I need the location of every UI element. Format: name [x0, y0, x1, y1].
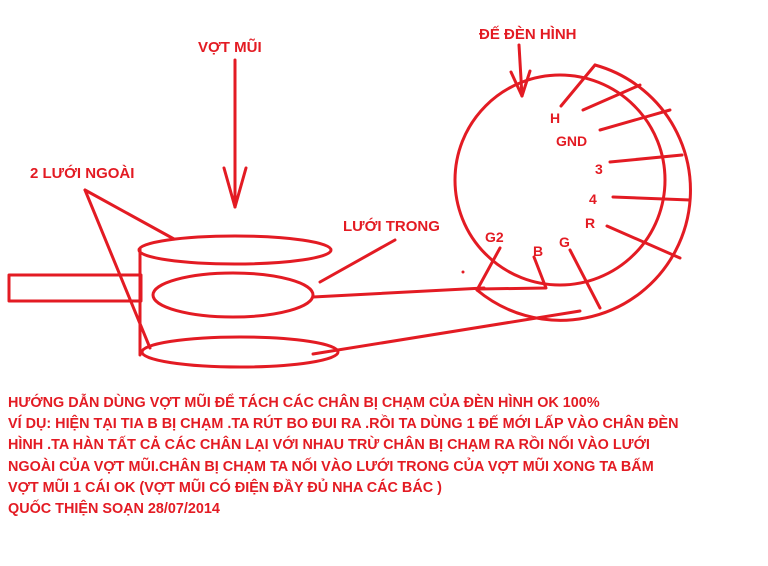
socket-circle	[453, 73, 667, 287]
inner-ring	[151, 271, 315, 319]
pin-label-h: H	[550, 110, 560, 126]
pin-label-g: G	[559, 234, 570, 250]
note-line: VỢT MŨI 1 CÁI OK (VỢT MŨI CÓ ĐIỆN ĐẦY ĐỦ…	[8, 479, 442, 496]
pointer-lines-luoi-ngoai	[83, 188, 176, 350]
label-luoi-ngoai: 2 LƯỚI NGOÀI	[30, 164, 134, 182]
outer-ring-top	[137, 234, 333, 266]
note-line: VÍ DỤ: HIỆN TẠI TIA B BỊ CHẠM .TA RÚT BO…	[8, 416, 679, 433]
socket-tab-dividers	[475, 63, 692, 310]
label-de-den-hinh: ĐẾ ĐÈN HÌNH	[479, 26, 577, 43]
pin-label-4: 4	[589, 191, 597, 207]
pin-label-g2: G2	[485, 229, 504, 245]
note-line: NGOÀI CỦA VỢT MŨI.CHÂN BỊ CHẠM TA NỐI VÀ…	[8, 458, 654, 475]
arrow-vot-mui	[222, 58, 248, 209]
outer-ring-bottom	[140, 335, 340, 369]
pin-label-3: 3	[595, 161, 603, 177]
label-vot-mui: VỢT MŨI	[198, 38, 262, 56]
pin-label-b: B	[533, 243, 543, 259]
pointer-line-luoi-trong	[318, 238, 397, 284]
note-line: HƯỚNG DẪN DÙNG VỢT MŨI ĐỂ TÁCH CÁC CHÂN …	[8, 395, 600, 411]
pin-label-r: R	[585, 215, 595, 231]
arrow-de-den-hinh	[509, 43, 532, 98]
pin-label-gnd: GND	[556, 133, 587, 149]
stray-dot	[461, 270, 465, 274]
pin-b-wedge	[478, 255, 548, 291]
label-luoi-trong: LƯỚI TRONG	[343, 217, 440, 235]
socket-tab-ring	[475, 63, 692, 322]
note-line: HÌNH .TA HÀN TẤT CẢ CÁC CHÂN LẠI VỚI NHA…	[8, 437, 650, 454]
instruction-notes: HƯỚNG DẪN DÙNG VỢT MŨI ĐỂ TÁCH CÁC CHÂN …	[8, 393, 763, 520]
wire-inner-to-pin-b	[311, 286, 486, 299]
note-author: QUỐC THIỆN SOẠN 28/07/2014	[8, 501, 220, 518]
